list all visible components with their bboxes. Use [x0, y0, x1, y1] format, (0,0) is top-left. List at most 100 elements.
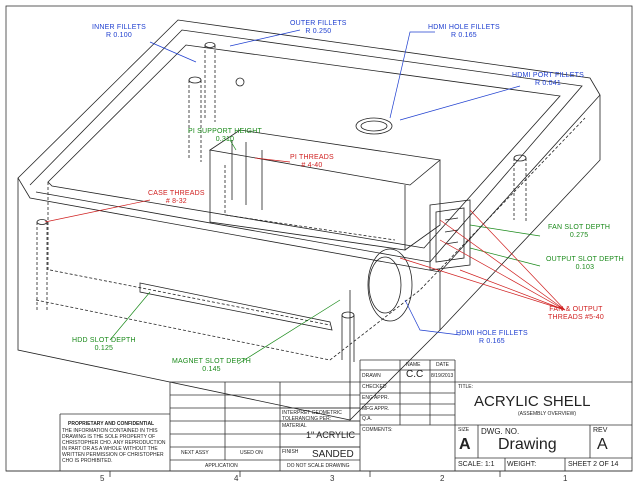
- tb-finish-label: FINISH: [282, 449, 299, 455]
- callout-hdmi-port-fillets: HDMI PORT FILLETS R 0.041: [512, 72, 584, 88]
- case-outline: [17, 19, 601, 421]
- tb-proprietary-line: DRAWING IS THE SOLE PROPERTY OF: [62, 434, 156, 440]
- callout-hdmi-hole-fillets-top: HDMI HOLE FILLETS R 0.165: [428, 24, 500, 40]
- leader-output-slot: [469, 247, 541, 267]
- tb-proprietary-line: THE INFORMATION CONTAINED IN THIS: [62, 428, 158, 434]
- callout-outer-fillets-name: OUTER FILLETS: [290, 20, 347, 27]
- leader-hdmi-hole-bottom: [404, 299, 461, 336]
- tb-subtitle: (ASSEMBLY OVERVIEW): [518, 411, 577, 417]
- leader-pi-support: [229, 139, 237, 151]
- tb-finish: SANDED: [312, 449, 354, 460]
- zone-label: 3: [330, 474, 335, 483]
- callout-hdmi-hole-fillets-bottom: HDMI HOLE FILLETS R 0.165: [456, 330, 528, 346]
- callout-hdmi-port-value: R 0.041: [535, 80, 561, 87]
- callout-pi-threads-name: PI THREADS: [290, 154, 334, 161]
- tb-checked: CHECKED: [362, 384, 387, 390]
- callout-inner-fillets-value: R 0.100: [106, 32, 132, 39]
- tb-proprietary-line: IN PART OR AS A WHOLE WITHOUT THE: [62, 446, 158, 452]
- callout-case-threads: CASE THREADS # 8-32: [148, 190, 205, 206]
- callout-hdd-slot-depth: HDD SLOT DEPTH 0.125: [72, 337, 136, 353]
- callout-case-threads-name: CASE THREADS: [148, 190, 205, 197]
- tb-mfg-appr: MFG APPR.: [362, 406, 390, 412]
- callout-magnet-slot-depth: MAGNET SLOT DEPTH 0.145: [172, 358, 251, 374]
- callout-case-threads-value: # 8-32: [165, 198, 187, 205]
- tb-qa: Q.A.: [362, 416, 373, 422]
- tb-rev: A: [597, 436, 608, 453]
- callout-fan-output-name2: THREADS: [548, 314, 583, 321]
- callout-pi-threads-value: # 4-40: [301, 162, 323, 169]
- tb-comments: COMMENTS:: [362, 427, 393, 433]
- callout-fan-output-name: FAN & OUTPUT: [549, 306, 603, 313]
- callout-pi-support-name: PI SUPPORT HEIGHT: [188, 128, 262, 135]
- tb-tolerancing: INTERPRET GEOMETRIC: [282, 410, 342, 416]
- callout-pi-threads: PI THREADS # 4-40: [290, 154, 334, 170]
- callout-fan-output-value: #5-40: [585, 314, 604, 321]
- tb-next-assy: NEXT ASSY: [181, 450, 209, 456]
- callout-fan-slot-value: 0.275: [569, 232, 589, 239]
- tb-proprietary-line: CHRISTOPHER CHO. ANY REPRODUCTION: [62, 440, 166, 446]
- callout-fan-slot-name: FAN SLOT DEPTH: [548, 224, 611, 231]
- tb-weight: WEIGHT:: [507, 461, 537, 468]
- callout-pi-support-value: 0.310: [215, 136, 235, 143]
- tb-title: ACRYLIC SHELL: [474, 393, 591, 410]
- leader-outer-fillets: [229, 29, 301, 47]
- zone-label: 2: [440, 474, 445, 483]
- tb-proprietary-line: WRITTEN PERMISSION OF CHRISTOPHER: [62, 452, 164, 458]
- leader-fan-slot: [469, 224, 541, 237]
- leader-case-threads: [44, 199, 151, 223]
- callout-output-slot-name: OUTPUT SLOT DEPTH: [546, 256, 624, 263]
- leader-hdd-slot: [109, 291, 151, 341]
- tb-col-date: DATE: [436, 362, 449, 368]
- tb-col-name: NAME: [406, 362, 421, 368]
- tb-drawn-name: C.C: [406, 369, 424, 380]
- callout-hdd-slot-name: HDD SLOT DEPTH: [72, 337, 136, 344]
- tb-drawn-date: 8/19/2013: [431, 373, 454, 379]
- callout-fan-slot-depth: FAN SLOT DEPTH 0.275: [548, 224, 610, 240]
- tb-dwg-no-label: DWG. NO.: [481, 427, 520, 436]
- callout-hdmi-hole-top-name: HDMI HOLE FILLETS: [428, 24, 500, 31]
- leader-pi-threads: [254, 157, 291, 163]
- tb-tolerancing2: TOLERANCING PER:: [282, 416, 332, 422]
- tb-proprietary-title: PROPRIETARY AND CONFIDENTIAL: [68, 421, 155, 427]
- tb-material: 1" ACRYLIC: [306, 430, 356, 440]
- tb-drawn-label: DRAWN: [362, 373, 381, 379]
- tb-size-label: SIZE: [458, 427, 470, 433]
- tb-eng-appr: ENG APPR.: [362, 395, 389, 401]
- callout-hdmi-hole-bottom-name: HDMI HOLE FILLETS: [456, 330, 528, 337]
- tb-proprietary-line: CHO IS PROHIBITED.: [62, 458, 113, 464]
- tb-dwg-no: Drawing: [498, 436, 557, 453]
- callout-magnet-slot-name: MAGNET SLOT DEPTH: [172, 358, 251, 365]
- callout-inner-fillets: INNER FILLETS R 0.100: [92, 24, 146, 40]
- callout-fan-output-threads: FAN & OUTPUT THREADS #5-40: [548, 306, 604, 322]
- callout-outer-fillets: OUTER FILLETS R 0.250: [290, 20, 347, 36]
- callout-pi-support-height: PI SUPPORT HEIGHT 0.310: [188, 128, 262, 144]
- zone-label: 1: [563, 474, 568, 483]
- tb-title-label: TITLE:: [458, 384, 474, 390]
- leader-hdmi-port: [399, 85, 521, 121]
- tb-scale: SCALE: 1:1: [458, 461, 495, 468]
- leader-inner-fillets: [149, 41, 197, 63]
- callout-hdd-slot-value: 0.125: [94, 345, 114, 352]
- callout-output-slot-depth: OUTPUT SLOT DEPTH 0.103: [546, 256, 624, 272]
- leader-magnet-slot: [237, 299, 341, 365]
- zone-label: 5: [100, 474, 105, 483]
- callout-magnet-slot-value: 0.145: [202, 366, 221, 373]
- callout-inner-fillets-name: INNER FILLETS: [92, 24, 146, 31]
- callout-output-slot-value: 0.103: [575, 264, 595, 271]
- callout-hdmi-port-name: HDMI PORT FILLETS: [512, 72, 584, 79]
- tb-size: A: [459, 436, 471, 453]
- title-block-frame: [5, 5, 633, 477]
- zone-label: 4: [234, 474, 239, 483]
- leader-fan-output-threads: [399, 209, 566, 311]
- leader-hdmi-hole-top: [389, 31, 435, 119]
- tb-sheet: SHEET 2 OF 14: [568, 461, 619, 468]
- tb-do-not-scale: DO NOT SCALE DRAWING: [287, 463, 350, 469]
- callout-hdmi-hole-bottom-value: R 0.165: [478, 338, 505, 345]
- tb-rev-label: REV: [593, 427, 608, 434]
- tb-used-on: USED ON: [240, 450, 263, 456]
- callout-outer-fillets-value: R 0.250: [305, 28, 332, 35]
- tb-application: APPLICATION: [205, 463, 238, 469]
- tb-material-label: MATERIAL: [282, 423, 307, 429]
